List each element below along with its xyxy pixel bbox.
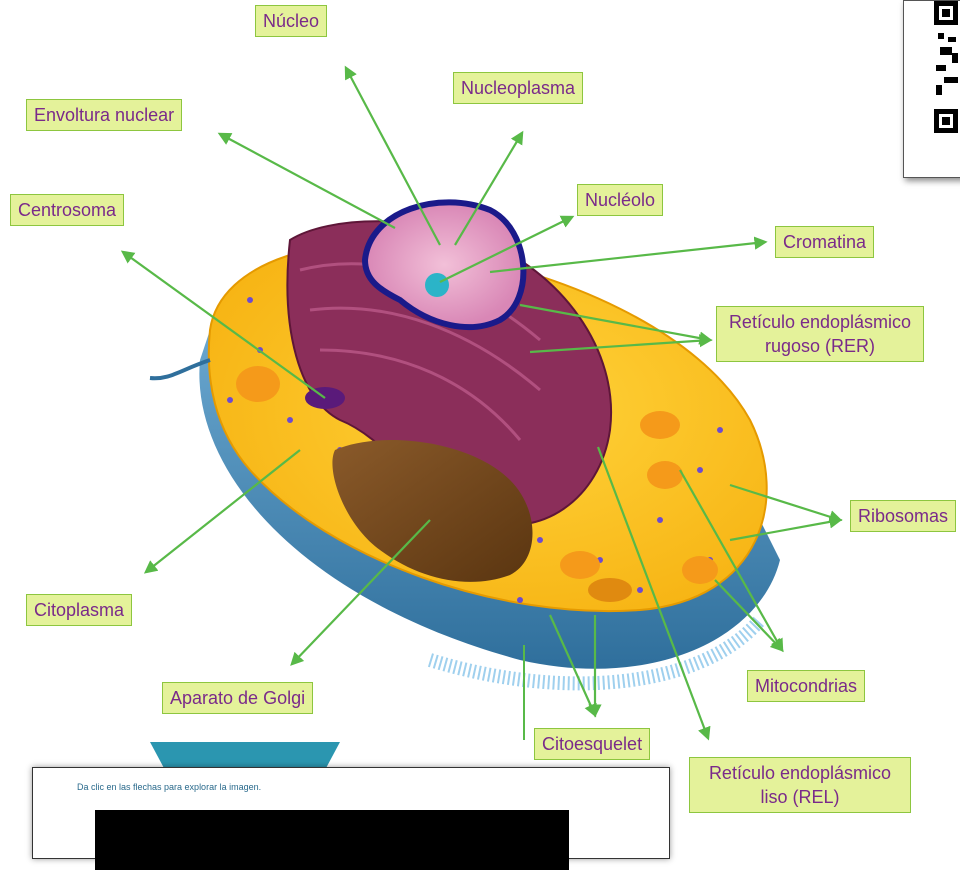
label-rer[interactable]: Retículo endoplásmico rugoso (RER) [716, 306, 924, 362]
label-envoltura-nuclear[interactable]: Envoltura nuclear [26, 99, 182, 131]
mitochondrion [682, 556, 718, 584]
label-centrosoma[interactable]: Centrosoma [10, 194, 124, 226]
label-rel-line1: Retículo endoplásmico [696, 761, 904, 785]
mitochondrion [560, 551, 600, 579]
label-rer-line1: Retículo endoplásmico [723, 310, 917, 334]
label-nucleoplasma[interactable]: Nucleoplasma [453, 72, 583, 104]
arrow-cromatina [490, 242, 765, 272]
explore-caption: Da clic en las flechas para explorar la … [77, 782, 261, 792]
explore-panel: Da clic en las flechas para explorar la … [32, 767, 670, 859]
mitochondrion [647, 461, 683, 489]
label-rel[interactable]: Retículo endoplásmico liso (REL) [689, 757, 911, 813]
qr-code-icon [934, 1, 960, 141]
label-rel-line2: liso (REL) [696, 785, 904, 809]
label-nucleolo[interactable]: Nucléolo [577, 184, 663, 216]
label-nucleo[interactable]: Núcleo [255, 5, 327, 37]
arrow-envoltura [220, 134, 395, 228]
qr-code-card [903, 0, 960, 178]
video-player[interactable] [95, 810, 569, 870]
mitochondrion [588, 578, 632, 602]
label-citoplasma[interactable]: Citoplasma [26, 594, 132, 626]
label-cromatina[interactable]: Cromatina [775, 226, 874, 258]
label-mitocondrias[interactable]: Mitocondrias [747, 670, 865, 702]
label-rer-line2: rugoso (RER) [723, 334, 917, 358]
mitochondrion [640, 411, 680, 439]
mitochondrion [236, 366, 280, 402]
label-citoesqueleto[interactable]: Citoesquelet [534, 728, 650, 760]
label-aparato-golgi[interactable]: Aparato de Golgi [162, 682, 313, 714]
nucleolus [425, 273, 449, 297]
label-ribosomas[interactable]: Ribosomas [850, 500, 956, 532]
